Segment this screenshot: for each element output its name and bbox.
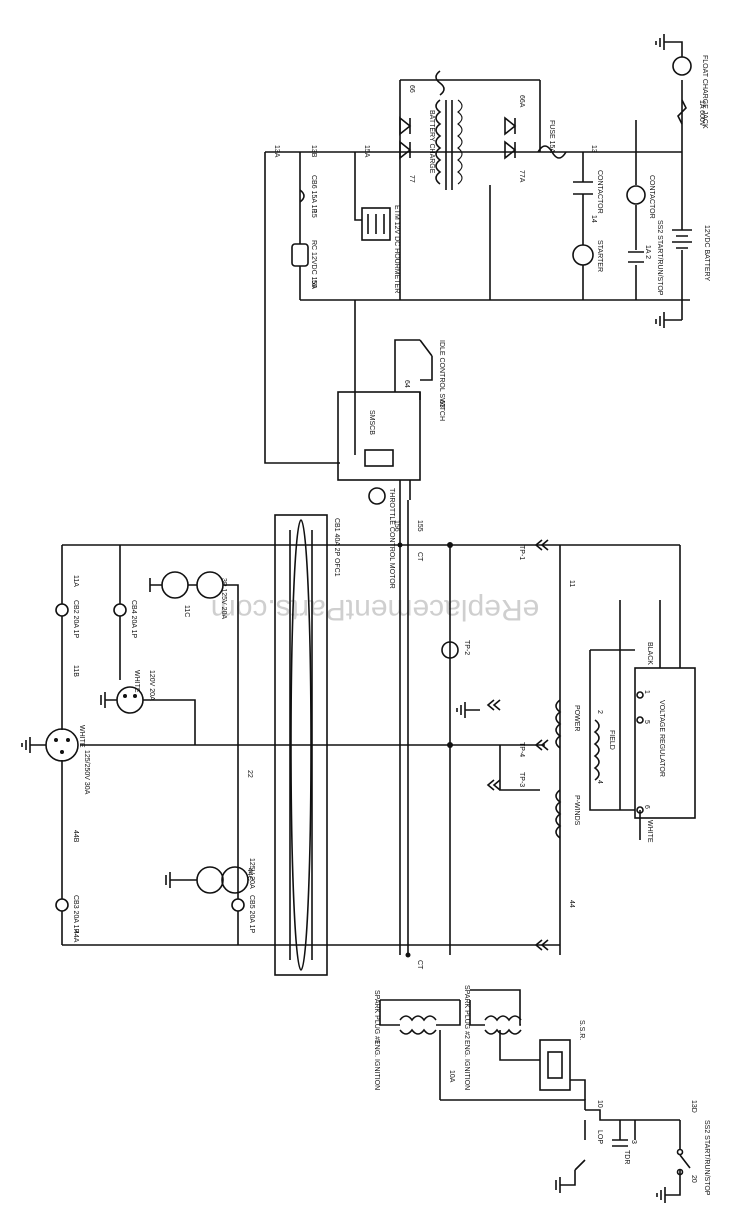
label-idle-switch: IDLE CONTROL SWITCH <box>438 340 445 421</box>
label-contactor-1: CONTACTOR <box>648 175 655 219</box>
label-ct-top: CT <box>416 552 423 562</box>
watermark: eReplacementParts.com <box>211 593 539 626</box>
node-5: 5 <box>643 720 650 724</box>
wire-44b: 44B <box>72 830 79 843</box>
label-cb3: CB3 20A 1P <box>72 895 79 933</box>
label-cb6: CB6 15A 1P <box>310 175 317 213</box>
label-white-1: WHITE <box>78 725 85 748</box>
wire-44a: 44A <box>72 930 79 943</box>
node-6: 6 <box>643 805 650 809</box>
label-cb4: CB4 20A 1P <box>130 600 137 638</box>
label-white-2: WHITE <box>133 670 140 693</box>
node-3: 3 <box>630 1140 637 1144</box>
label-lop: LOP <box>596 1130 603 1144</box>
ignition-section <box>379 989 691 1203</box>
label-tp4: TP-4 <box>518 742 525 757</box>
wire-44: 44 <box>568 900 575 908</box>
label-receptacle-125: 125V 20A <box>248 858 255 889</box>
label-tp1: TP-1 <box>518 545 525 560</box>
label-p-windings: P-WINDS <box>573 795 580 826</box>
wire-10: 10 <box>596 1100 603 1108</box>
wire-13b: 13B <box>310 145 317 158</box>
wire-20: 20 <box>690 1175 697 1183</box>
label-tdr: TDR <box>623 1150 630 1164</box>
label-black: BLACK <box>646 642 653 665</box>
wire-64: 64 <box>403 380 410 388</box>
label-receptacle-main: 125/250V 30A <box>83 750 90 795</box>
label-ct-bottom: CT <box>416 960 423 970</box>
label-rc: RC 12VDC 15A <box>310 240 317 289</box>
label-float-charge-jack: FLOAT CHARGE JACK <box>701 55 708 129</box>
label-starter: STARTER <box>596 240 603 272</box>
label-receptacle-120: 120V 20A <box>148 670 155 701</box>
label-field-winding: FIELD <box>608 730 615 750</box>
label-spark-plug-1: SPARK PLUG #1 <box>373 990 380 1044</box>
wire-156: 156 <box>393 520 400 532</box>
label-fuse-15a: FUSE 15A <box>548 120 555 153</box>
wire-10a: 10A <box>448 1070 455 1083</box>
wire-155: 155 <box>416 520 423 532</box>
wire-77a: 77A <box>518 170 525 183</box>
label-fuse-1a: 1A 600V <box>698 100 705 127</box>
label-power-winding: POWER <box>573 705 580 731</box>
label-contactor-2: CONTACTOR <box>596 170 603 214</box>
node-2: 2 <box>596 710 603 714</box>
labels: FLOAT CHARGE JACK 1A 600V 12VDC BATTERY … <box>72 55 710 1196</box>
wire-11: 11 <box>568 580 575 587</box>
wire-15: 15 <box>310 210 317 218</box>
label-cb2: CB2 20A 1P <box>72 600 79 638</box>
label-cb5: CB5 20A 1P <box>248 895 255 933</box>
label-hourmeter: ETM 12V DC HOURMETER <box>393 205 400 293</box>
wire-11b: 11B <box>72 665 79 677</box>
wire-55: 55 <box>310 280 317 288</box>
label-ss2: SS2 START/RUN/STOP <box>656 220 663 296</box>
wire-77: 77 <box>408 175 415 183</box>
label-battery-charge: BATTERY CHARGE <box>428 110 435 174</box>
label-cb1: CB1 40A 2P OFC1 <box>333 518 340 577</box>
wire-11a: 11A <box>72 575 79 587</box>
wire-13d: 13D <box>690 1100 697 1113</box>
label-receptacle-3p: 3P 125V 20A <box>220 578 227 619</box>
wire-14: 14 <box>590 215 597 223</box>
wire-63: 63 <box>438 400 445 408</box>
label-ss2-bottom: SS2 START/RUN/STOP <box>703 1120 710 1196</box>
label-voltage-regulator: VOLTAGE REGULATOR <box>658 700 665 777</box>
label-white-vr: WHITE <box>646 820 653 843</box>
label-ign-2: ENG. IGNITION <box>463 1040 470 1090</box>
label-ign-1: ENG. IGNITION <box>373 1040 380 1090</box>
label-tp3: TP-3 <box>518 772 525 787</box>
wire-11c: 11C <box>183 605 190 617</box>
label-smscb: SMSCB <box>368 410 375 435</box>
wire-15a: 15A <box>363 145 370 158</box>
label-ssr: S.S.R. <box>578 1020 585 1040</box>
wire-44c: 44C <box>246 868 253 881</box>
node-4: 4 <box>596 780 603 784</box>
wire-22: 22 <box>246 770 253 778</box>
label-throttle-motor: THROTTLE CONTROL MOTOR <box>388 488 395 589</box>
ac-section <box>21 500 696 976</box>
wire-13a: 13A <box>273 145 280 158</box>
label-spark-plug-2: SPARK PLUG #2 <box>463 985 470 1039</box>
wire-66: 66 <box>408 85 415 93</box>
label-ss2-sub: 1A 2 <box>644 245 651 259</box>
dc-section <box>264 34 692 505</box>
wire-13: 13 <box>590 145 597 153</box>
wire-66a: 66A <box>518 95 525 108</box>
label-tp2: TP-2 <box>463 640 470 655</box>
node-1: 1 <box>643 690 650 694</box>
label-battery: 12VDC BATTERY <box>703 225 710 281</box>
